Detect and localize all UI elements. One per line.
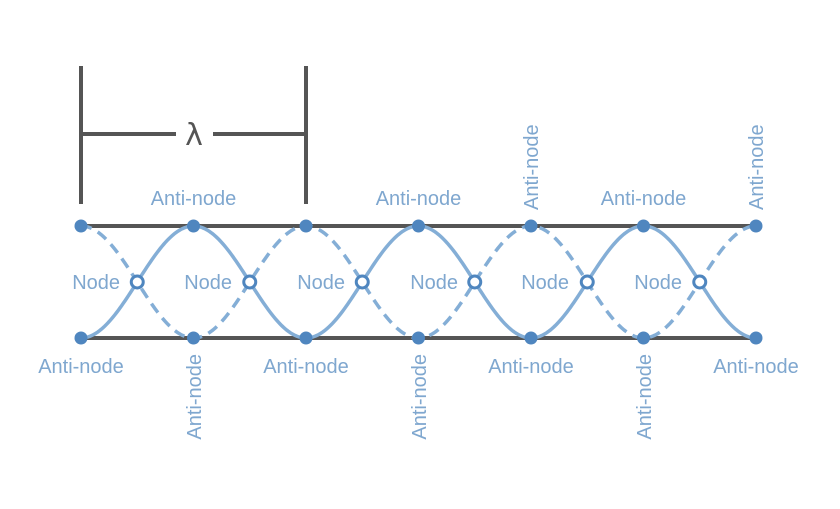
- node-dot: [692, 274, 708, 290]
- antinode-label: Anti-node: [184, 354, 206, 440]
- node-dot: [467, 274, 483, 290]
- antinode-label: Anti-node: [488, 356, 574, 378]
- wavelength-symbol: λ: [185, 118, 203, 153]
- node-dot: [129, 274, 145, 290]
- node-label: Node: [297, 272, 345, 294]
- node-dot: [242, 274, 258, 290]
- node-label: Node: [410, 272, 458, 294]
- antinode-dot: [412, 331, 425, 345]
- antinode-dot: [187, 219, 200, 233]
- node-label: Node: [184, 272, 232, 294]
- antinode-label: Anti-node: [409, 354, 431, 440]
- antinode-label: Anti-node: [38, 356, 124, 378]
- antinode-dot: [299, 331, 313, 345]
- node-dots: [129, 274, 708, 290]
- node-dot: [354, 274, 370, 290]
- node-dot: [579, 274, 595, 290]
- antinode-dot: [637, 219, 650, 233]
- antinode-label: Anti-node: [521, 124, 543, 210]
- antinode-dot: [637, 331, 650, 345]
- antinode-dot: [749, 219, 763, 233]
- bottom-antinode-labels: Anti-node Anti-node Anti-node Anti-node: [38, 356, 799, 378]
- antinode-dot: [749, 331, 763, 345]
- antinode-label: Anti-node: [376, 188, 462, 210]
- antinode-dot: [74, 331, 88, 345]
- node-label: Node: [521, 272, 569, 294]
- wavelength-bracket: λ: [79, 66, 308, 204]
- bottom-antinode-labels-vertical: Anti-node Anti-node Anti-node: [184, 354, 656, 440]
- antinode-dot: [299, 219, 313, 233]
- antinode-dot: [524, 219, 538, 233]
- antinode-label: Anti-node: [601, 188, 687, 210]
- bottom-antinode-dots: [74, 331, 763, 345]
- antinode-label: Anti-node: [746, 124, 768, 210]
- top-antinode-dots: [74, 219, 763, 233]
- node-label: Node: [72, 272, 120, 294]
- node-label: Node: [634, 272, 682, 294]
- top-antinode-labels-vertical: Anti-node Anti-node: [521, 124, 768, 210]
- top-antinode-labels: Anti-node Anti-node Anti-node: [151, 188, 687, 210]
- antinode-dot: [74, 219, 88, 233]
- antinode-label: Anti-node: [263, 356, 349, 378]
- antinode-dot: [187, 331, 200, 345]
- antinode-label: Anti-node: [151, 188, 237, 210]
- antinode-label: Anti-node: [713, 356, 799, 378]
- antinode-label: Anti-node: [634, 354, 656, 440]
- antinode-dot: [412, 219, 425, 233]
- node-labels: Node Node Node Node Node Node: [72, 272, 682, 294]
- antinode-dot: [524, 331, 538, 345]
